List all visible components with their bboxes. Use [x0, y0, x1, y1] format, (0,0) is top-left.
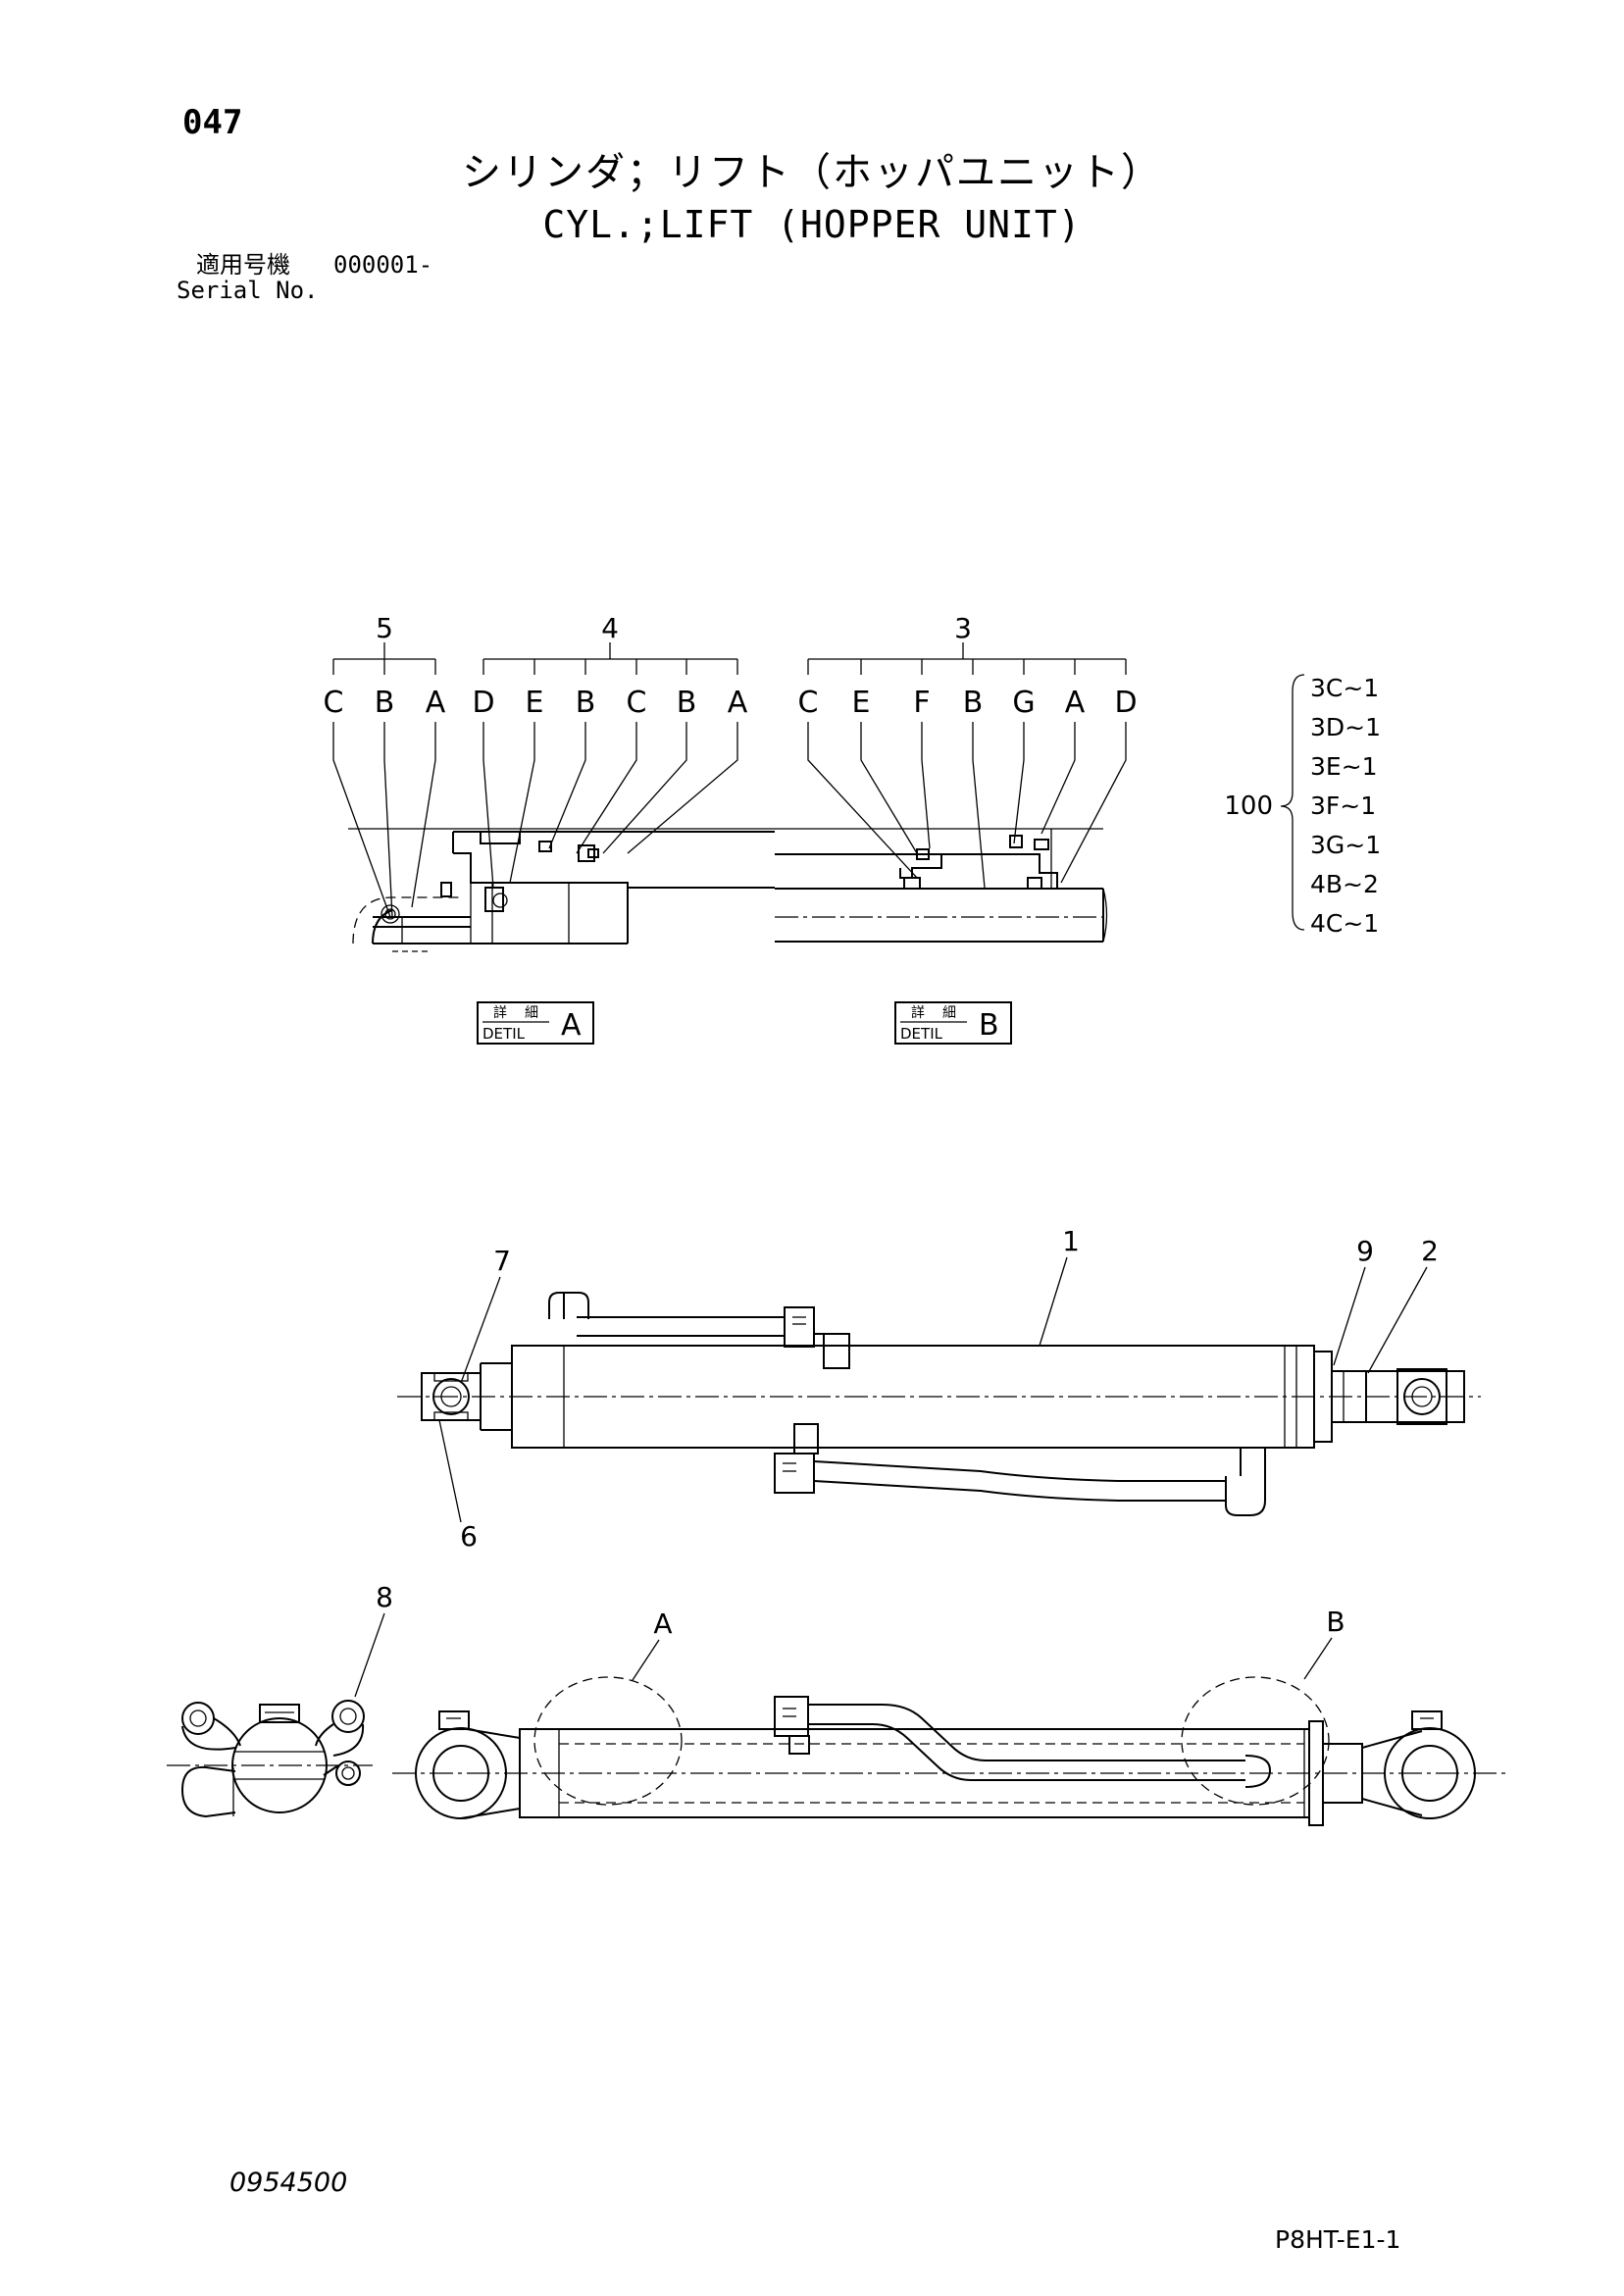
- group-4-letter-6: A: [728, 686, 748, 720]
- group-3-letter-6: A: [1065, 686, 1086, 720]
- group-4-letter-4: C: [627, 686, 647, 720]
- callout-9: 9: [1356, 1235, 1374, 1267]
- group-3-letter-5: G: [1012, 686, 1035, 720]
- cylinder-top-view: [397, 1292, 1481, 1516]
- page-title-english: CYL.;LIFT (HOPPER UNIT): [542, 203, 1082, 246]
- detail-group-4: 4 D E B C B A: [472, 612, 748, 889]
- drawing-number: 0954500: [229, 2168, 348, 2198]
- group-4-letter-1: D: [472, 686, 494, 720]
- group-5-letter-3: A: [426, 686, 446, 720]
- serial-label-japanese: 適用号機: [196, 251, 290, 279]
- page-number: 047: [182, 103, 243, 142]
- detail-b-letter: B: [979, 1008, 999, 1043]
- side-view-callouts: A B 8: [354, 1581, 1345, 1698]
- callout-8: 8: [376, 1581, 393, 1613]
- group-3-letter-3: F: [913, 686, 930, 720]
- cylinder-end-view: [167, 1700, 373, 1818]
- detail-a-section: [348, 828, 775, 952]
- group-5-letter-2: B: [375, 686, 395, 720]
- serial-number-value: 000001-: [333, 251, 433, 279]
- detail-b-kanji-2: 細: [942, 1005, 956, 1021]
- callout-1: 1: [1062, 1225, 1080, 1257]
- seal-kit-item-3: 3E~1: [1310, 752, 1378, 781]
- callout-view-a: A: [653, 1607, 672, 1640]
- callout-7: 7: [493, 1245, 511, 1277]
- detail-b-section: [775, 828, 1108, 943]
- seal-kit-list: 100 3C~1 3D~1 3E~1 3F~1 3G~1 4B~2 4C~1: [1224, 674, 1381, 938]
- callout-2: 2: [1421, 1235, 1439, 1267]
- seal-kit-number: 100: [1224, 791, 1273, 821]
- group-3-letter-2: E: [852, 686, 871, 720]
- cylinder-side-view: [392, 1676, 1510, 1826]
- seal-kit-item-5: 3G~1: [1310, 831, 1381, 859]
- group-4-letter-5: B: [677, 686, 697, 720]
- detail-a-kanji-2: 細: [525, 1005, 538, 1021]
- serial-label-english: Serial No.: [177, 277, 319, 304]
- page-title-japanese: シリンダ；リフト（ホッパユニット）: [462, 150, 1162, 195]
- seal-kit-item-6: 4B~2: [1310, 870, 1379, 898]
- group-3-letter-4: B: [963, 686, 984, 720]
- detail-label-a: 詳 細 DETIL A: [477, 1001, 594, 1045]
- detail-group-5: 5 C B A: [324, 612, 446, 918]
- detail-group-3: 3 C E F B G A D: [798, 612, 1138, 889]
- detail-label-b: 詳 細 DETIL B: [894, 1001, 1012, 1045]
- top-view-callouts: 1 9 2 7 6: [438, 1225, 1439, 1553]
- group-4-letter-3: B: [576, 686, 596, 720]
- seal-kit-item-4: 3F~1: [1310, 791, 1376, 820]
- detail-b-word: DETIL: [900, 1025, 943, 1043]
- seal-kit-item-7: 4C~1: [1310, 909, 1379, 938]
- detail-a-word: DETIL: [482, 1025, 526, 1043]
- callout-view-b: B: [1326, 1606, 1345, 1638]
- seal-kit-item-2: 3D~1: [1310, 713, 1381, 741]
- detail-b-kanji-1: 詳: [911, 1005, 925, 1021]
- callout-6: 6: [460, 1520, 478, 1553]
- detail-a-kanji-1: 詳: [493, 1005, 507, 1021]
- seal-kit-item-1: 3C~1: [1310, 674, 1379, 702]
- detail-a-letter: A: [561, 1008, 582, 1043]
- group-number-4: 4: [601, 612, 619, 644]
- group-5-letter-1: C: [324, 686, 344, 720]
- group-3-letter-7: D: [1114, 686, 1137, 720]
- group-3-letter-1: C: [798, 686, 819, 720]
- group-number-3: 3: [954, 612, 972, 644]
- group-number-5: 5: [376, 612, 393, 644]
- group-4-letter-2: E: [526, 686, 544, 720]
- sheet-code: P8HT-E1-1: [1275, 2225, 1401, 2254]
